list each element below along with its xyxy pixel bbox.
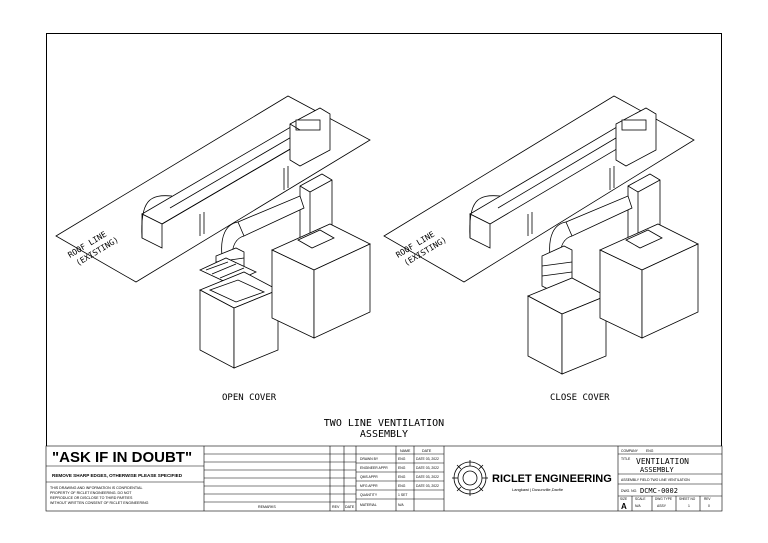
rev-date-header: DATE (345, 505, 355, 509)
sign-row-date: DATE 03, 2022 (416, 484, 439, 488)
rev-label: REV (704, 497, 711, 501)
dwg-type-value: ASSY (657, 504, 667, 508)
sign-row-date: DATE 03, 2022 (416, 466, 439, 470)
company-label: COMPANY (621, 449, 639, 453)
sign-date-header: DATE (422, 449, 432, 453)
rev-remarks-header: REMARKS (258, 505, 276, 509)
confidential-note-4: WITHOUT WRITTEN CONSENT OF RICLET ENGINE… (50, 501, 149, 505)
sheet-value: 1 (688, 504, 690, 508)
rev-value: 0 (708, 504, 710, 508)
sign-row-label: MFG APPR (360, 484, 378, 488)
sharp-edges-note: REMOVE SHARP EDGES, OTHERWISE PLEASE SPE… (52, 473, 183, 478)
sign-row-date: DATE 03, 2022 (416, 475, 439, 479)
sign-row-label: ENGINEER APPR (360, 466, 388, 470)
confidential-note-1: THIS DRAWING AND INFORMATION IS CONFIDEN… (50, 486, 142, 490)
title-block: "ASK IF IN DOUBT" REMOVE SHARP EDGES, OT… (45, 445, 723, 512)
ask-if-in-doubt: "ASK IF IN DOUBT" (52, 449, 192, 466)
sign-row-label: QMS APPR (360, 475, 378, 479)
confidential-note-2: PROPERTY OF RICLET ENGINEERING. DO NOT (50, 491, 132, 495)
dwg-type-label: DWG TYPE (655, 497, 672, 501)
sign-row-name: ENG (398, 457, 406, 461)
company-name: RICLET ENGINEERING (492, 473, 612, 485)
company-subtitle: Langkawi | Dusunville,Davfie (512, 487, 564, 492)
close-cover-view: ROOF LINE (EXISTING) CLOSE COVER (383, 95, 699, 403)
description: ASSEMBLY FIELD TWO LINE VENTILATION (621, 478, 690, 482)
drawing-title-line2: ASSEMBLY (360, 429, 408, 440)
size-label: SIZE (620, 497, 627, 501)
open-cover-view: ROOF LINE (EXISTING) (55, 95, 371, 403)
scale-label: SCALE (635, 497, 645, 501)
size-value: A (621, 502, 627, 511)
sign-name-header: NAME (400, 449, 411, 453)
drawing-title-line1: TWO LINE VENTILATION (324, 418, 444, 429)
title-value-line2: ASSEMBLY (640, 466, 675, 474)
gear-logo-icon (452, 460, 488, 496)
sign-row-name: ENG (398, 484, 406, 488)
close-cover-label: CLOSE COVER (550, 393, 610, 403)
company-value: ENG (646, 449, 654, 453)
sheet-label: SHEET NO (679, 497, 696, 501)
dwg-no-label: DWG. NO. (621, 489, 637, 493)
confidential-note-3: REPRODUCE OR DISCLOSE TO THIRD PARTIES (50, 496, 133, 500)
sign-row-label: DRAWN BY (360, 457, 379, 461)
sign-row-date: DATE 03, 2022 (416, 457, 439, 461)
dwg-no-value: DCMC-0002 (640, 487, 678, 495)
title-label: TITLE (621, 457, 631, 461)
scale-value: N/A (635, 504, 641, 508)
sign-row-name: ENG (398, 466, 406, 470)
sign-row-label: QUANTITY (360, 493, 378, 497)
title-value-line1: VENTILATION (636, 457, 689, 466)
sign-row-name: ENG (398, 475, 406, 479)
sign-row-label: MATERIAL (360, 503, 377, 507)
open-cover-label: OPEN COVER (222, 393, 277, 403)
sign-row-name: N/A (398, 503, 404, 507)
sign-row-name: 1 SET (398, 493, 407, 497)
rev-rev-header: REV (332, 505, 340, 509)
